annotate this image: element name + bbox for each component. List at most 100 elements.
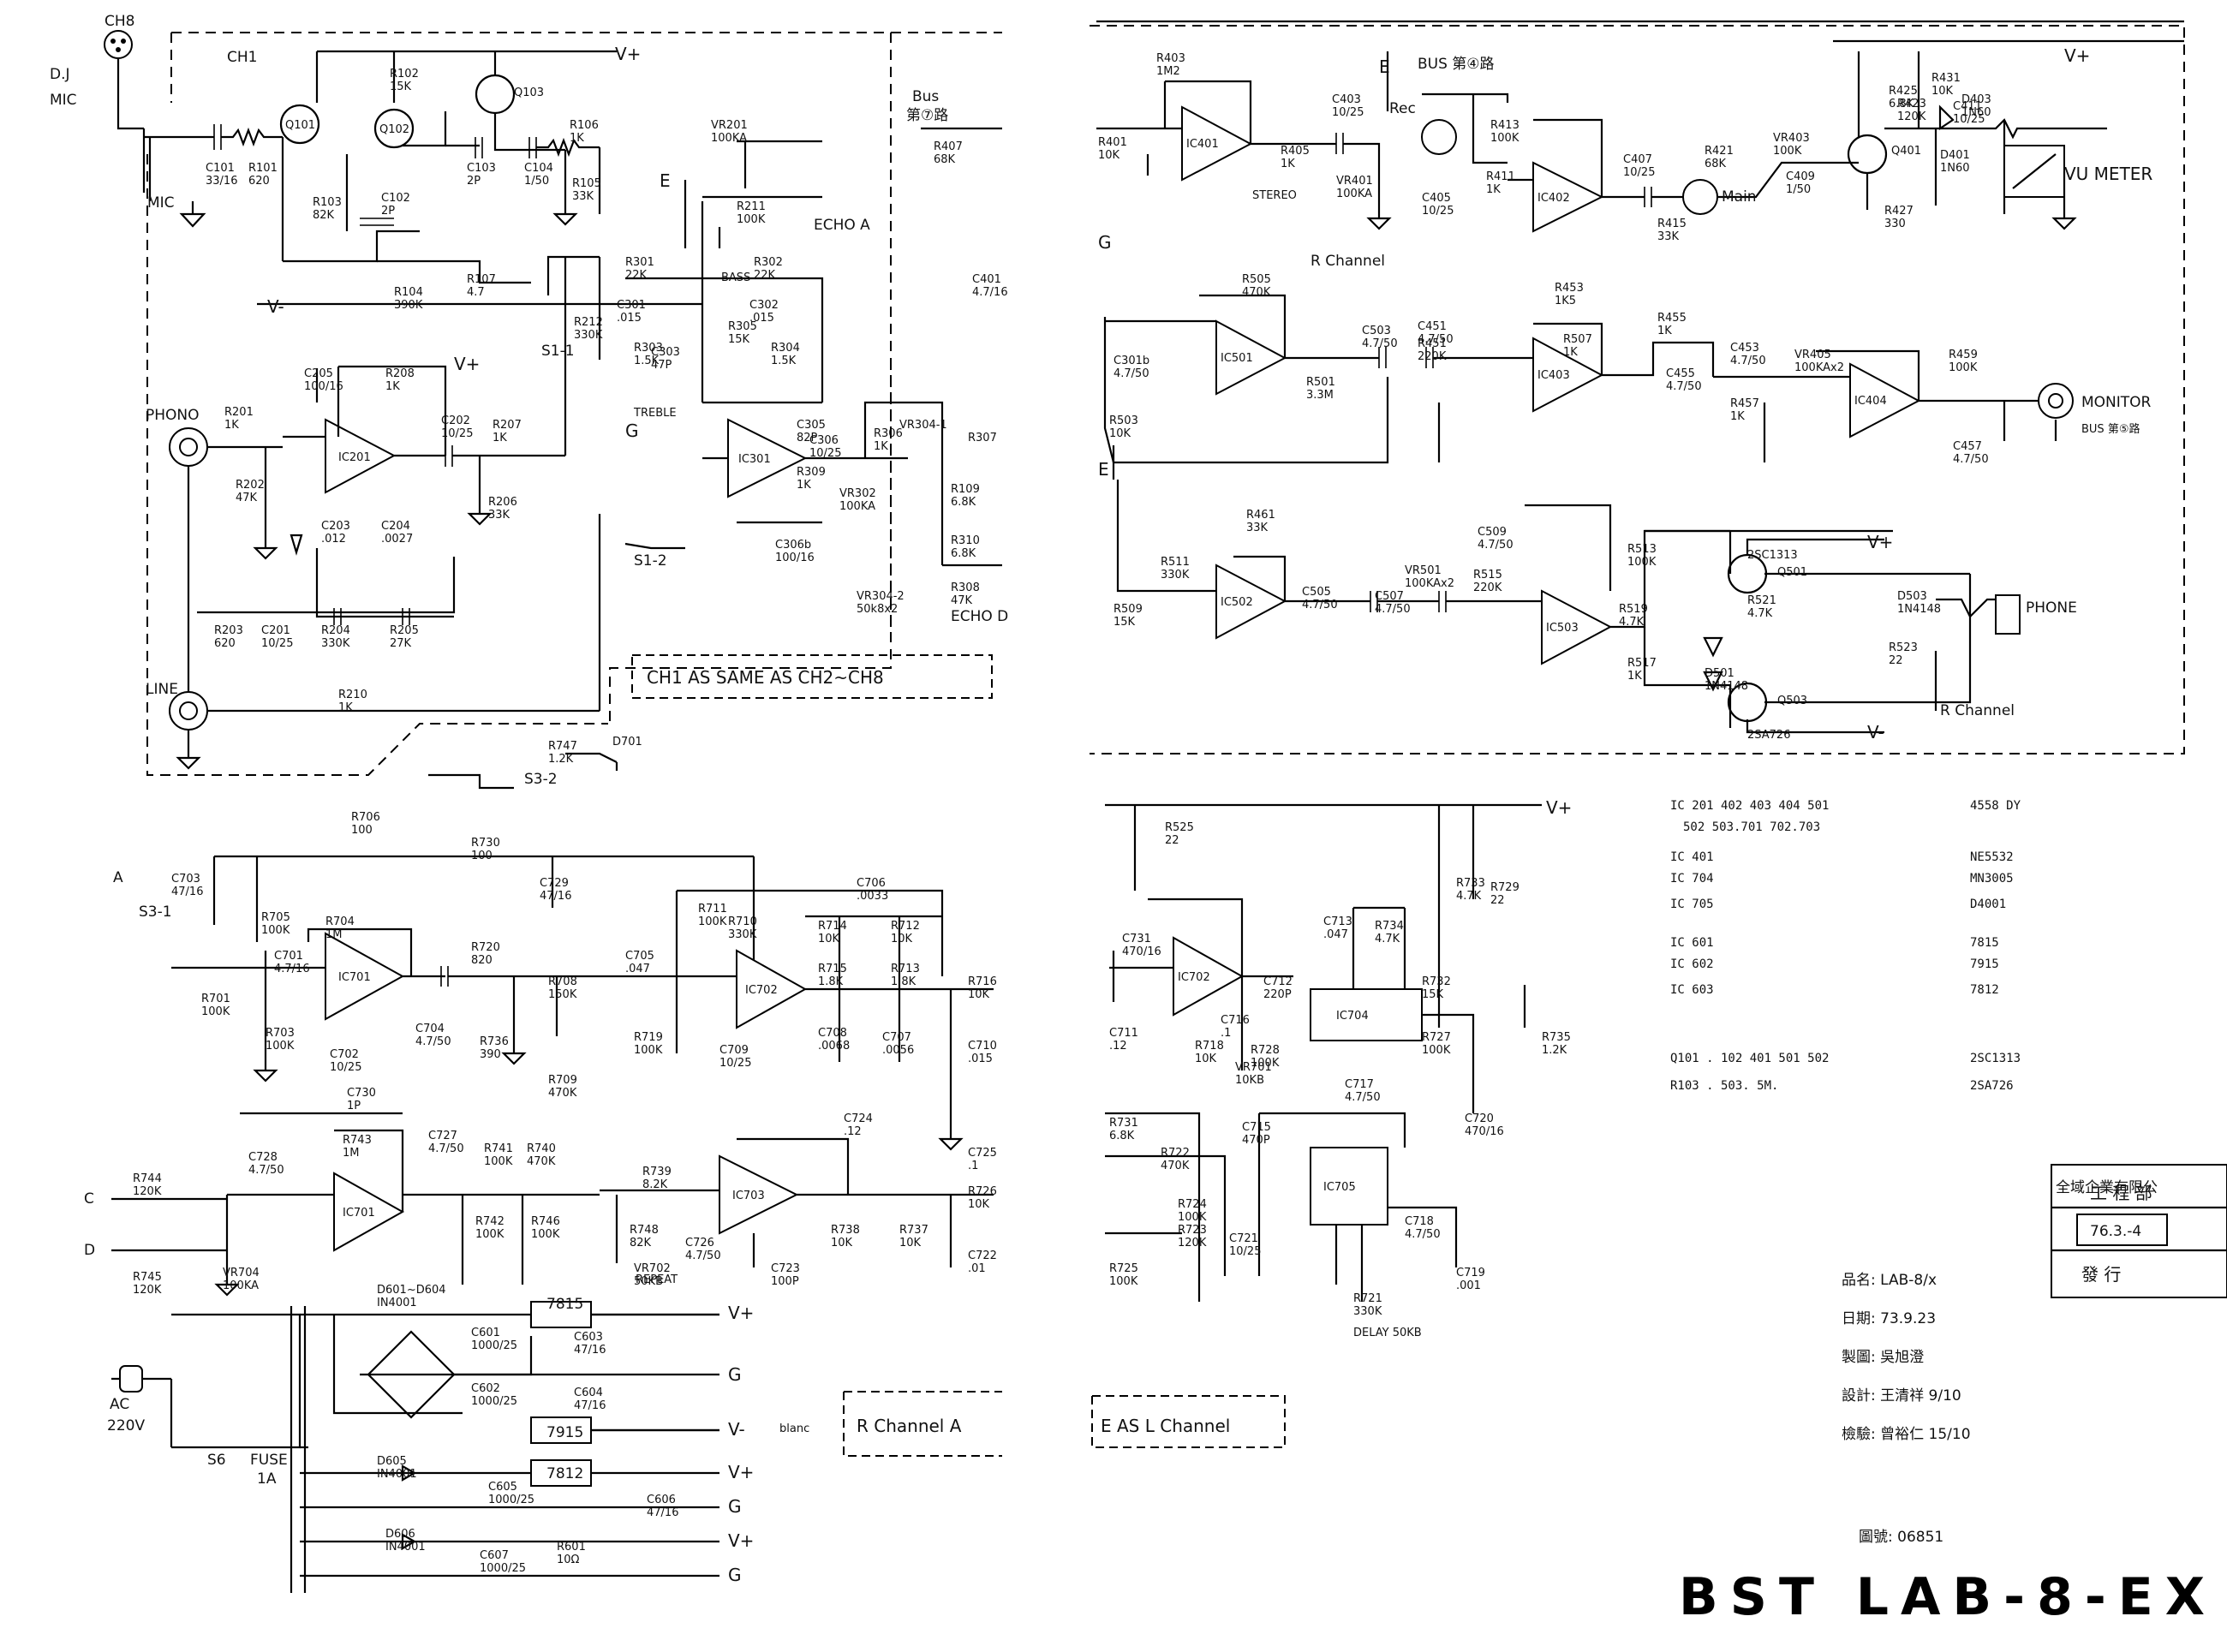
component-ref-c505: C505 bbox=[1302, 586, 1331, 599]
component-ref-r729: R729 bbox=[1490, 881, 1519, 894]
bom-ic: IC 603 bbox=[1670, 983, 1714, 997]
component-value-r738: 10K bbox=[831, 1237, 853, 1249]
component-value-r212: 330K bbox=[574, 329, 603, 342]
component-ref-r425: R425 bbox=[1889, 85, 1918, 98]
component-value-c303: 47P bbox=[651, 359, 672, 372]
component-ref-vr501: VR501 bbox=[1405, 564, 1442, 577]
component-ref-c723: C723 bbox=[771, 1262, 800, 1275]
component-ref-r517: R517 bbox=[1627, 657, 1657, 670]
component-ref-r201: R201 bbox=[224, 406, 254, 419]
component-ref-r742: R742 bbox=[475, 1215, 505, 1228]
component-value-c411: 10/25 bbox=[1953, 113, 1985, 126]
component-ref-c602: C602 bbox=[471, 1382, 500, 1395]
component-value-c451: 4.7/50 bbox=[1418, 333, 1454, 346]
component-value-r310: 6.8K bbox=[951, 547, 976, 560]
component-ref-c726: C726 bbox=[685, 1237, 714, 1249]
component-value-r203: 620 bbox=[214, 637, 236, 650]
component-ref-c710: C710 bbox=[968, 1040, 997, 1053]
component-ref-c411: C411 bbox=[1953, 100, 1982, 113]
right-labels: E BUS 第④路 Rec STEREO R Channel Main VU M… bbox=[1098, 45, 2152, 1436]
ic404-label: IC404 bbox=[1854, 395, 1887, 408]
bom-part: 7812 bbox=[1970, 983, 1999, 997]
rail-vplus-2: V+ bbox=[728, 1462, 754, 1482]
ic702-label-r: IC702 bbox=[1178, 971, 1210, 984]
component-ref-r720: R720 bbox=[471, 941, 500, 954]
q501-label: Q501 bbox=[1777, 566, 1807, 579]
component-ref-r308: R308 bbox=[951, 581, 980, 594]
bom-part: 7915 bbox=[1970, 957, 1999, 971]
q503-type: 2SA726 bbox=[1747, 729, 1790, 742]
component-value-c724: .12 bbox=[844, 1125, 862, 1138]
component-value-r302: 22K bbox=[754, 269, 776, 282]
component-ref-d605: D605 bbox=[377, 1455, 407, 1468]
component-value-r303: 1.5K bbox=[634, 355, 660, 367]
ic705-label: IC705 bbox=[1323, 1181, 1356, 1194]
component-ref-d501: D501 bbox=[1705, 667, 1734, 680]
component-value-r723: 120K bbox=[1178, 1237, 1207, 1249]
component-ref-c604: C604 bbox=[574, 1387, 603, 1399]
ic703-label: IC703 bbox=[732, 1190, 765, 1202]
reg-7815: 7815 bbox=[546, 1296, 583, 1313]
component-ref-c702: C702 bbox=[330, 1048, 359, 1061]
component-ref-r709: R709 bbox=[548, 1074, 577, 1087]
component-ref-r745: R745 bbox=[133, 1271, 162, 1284]
component-ref-c719: C719 bbox=[1456, 1267, 1485, 1279]
component-value-c728: 4.7/50 bbox=[248, 1164, 284, 1177]
component-value-c604: 47/16 bbox=[574, 1399, 606, 1412]
component-value-r208: 1K bbox=[385, 380, 400, 393]
component-value-r106: 1K bbox=[570, 132, 584, 145]
component-ref-r413: R413 bbox=[1490, 119, 1519, 132]
component-ref-c705: C705 bbox=[625, 950, 654, 963]
vplus-label-r3: V+ bbox=[1546, 797, 1572, 818]
component-value-r501: 3.3M bbox=[1306, 389, 1334, 402]
component-value-d501: 1N4148 bbox=[1705, 680, 1748, 693]
component-ref-r501: R501 bbox=[1306, 376, 1335, 389]
company-name: 全域企業有限公 bbox=[2056, 1179, 2158, 1196]
vminus-label-r: V- bbox=[1867, 722, 1884, 743]
component-ref-r307: R307 bbox=[968, 432, 997, 444]
component-ref-c306b: C306b bbox=[775, 539, 811, 552]
component-ref-r305: R305 bbox=[728, 320, 757, 333]
delay-label: DELAY 50KB bbox=[1353, 1327, 1422, 1339]
component-ref-c731: C731 bbox=[1122, 933, 1151, 945]
component-ref-r309: R309 bbox=[797, 466, 826, 479]
component-value-c401: 4.7/16 bbox=[972, 286, 1008, 299]
component-value-c713: .047 bbox=[1323, 928, 1348, 941]
component-value-r415: 33K bbox=[1657, 230, 1680, 243]
component-value-vr403: 100K bbox=[1773, 145, 1802, 158]
component-ref-r205: R205 bbox=[390, 624, 419, 637]
component-ref-c606: C606 bbox=[647, 1494, 676, 1506]
component-ref-r202: R202 bbox=[236, 479, 265, 492]
vplus-label-2: V+ bbox=[454, 354, 480, 374]
component-ref-c715: C715 bbox=[1242, 1121, 1271, 1134]
component-value-r706: 100 bbox=[351, 824, 373, 837]
component-ref-d401: D401 bbox=[1940, 149, 1970, 162]
bus7-label: 第⑦路 bbox=[906, 107, 948, 124]
bom-part: D4001 bbox=[1970, 898, 2006, 911]
component-ref-c607: C607 bbox=[480, 1549, 509, 1562]
component-ref-r737: R737 bbox=[899, 1224, 928, 1237]
component-ref-c453: C453 bbox=[1730, 342, 1759, 355]
component-value-r461: 33K bbox=[1246, 522, 1269, 534]
component-value-r734: 4.7K bbox=[1375, 933, 1400, 945]
component-ref-r210: R210 bbox=[338, 689, 367, 701]
line-label: LINE bbox=[146, 681, 178, 698]
component-ref-r423: R423 bbox=[1897, 98, 1926, 110]
component-value-c204: .0027 bbox=[381, 533, 413, 546]
component-ref-r457: R457 bbox=[1730, 397, 1759, 410]
component-value-c505: 4.7/50 bbox=[1302, 599, 1338, 611]
component-ref-c711: C711 bbox=[1109, 1027, 1138, 1040]
q501-type: 2SC1313 bbox=[1747, 549, 1798, 562]
component-value-r740: 470K bbox=[527, 1155, 556, 1168]
component-ref-r411: R411 bbox=[1486, 170, 1515, 183]
rail-vplus-3: V+ bbox=[728, 1530, 754, 1551]
component-value-r513: 100K bbox=[1627, 556, 1657, 569]
component-value-r746: 100K bbox=[531, 1228, 560, 1241]
component-value-r517: 1K bbox=[1627, 670, 1642, 683]
component-ref-c727: C727 bbox=[428, 1130, 457, 1142]
component-value-c603: 47/16 bbox=[574, 1344, 606, 1357]
component-ref-vr302: VR302 bbox=[839, 487, 876, 500]
component-ref-vr405: VR405 bbox=[1794, 349, 1831, 361]
component-value-c509: 4.7/50 bbox=[1478, 539, 1514, 552]
